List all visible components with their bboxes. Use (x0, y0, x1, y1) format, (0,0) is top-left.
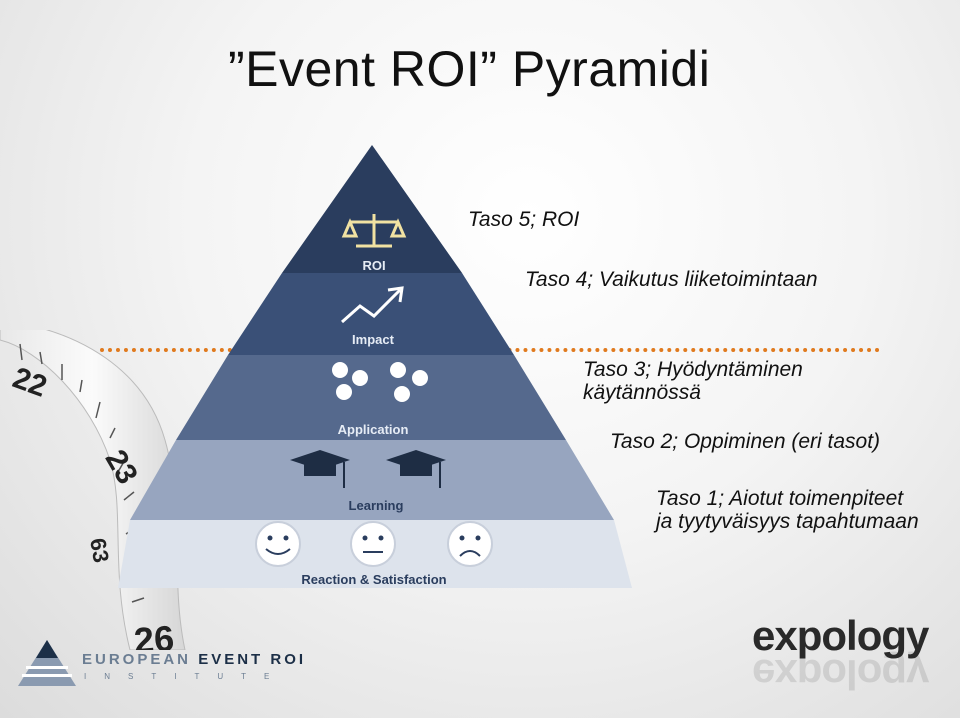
eer-logo-part: EUROPEAN (82, 651, 199, 668)
pyramid-level-roi (282, 145, 462, 273)
caption-level-2: Taso 2; Oppiminen (eri tasot) (610, 430, 880, 453)
eer-logo-part: EVENT ROI (198, 651, 307, 668)
smiley-sad-icon (447, 521, 493, 567)
caption-line: Taso 1; Aiotut toimenpiteet (656, 487, 904, 510)
smiley-happy-icon (255, 521, 301, 567)
tape-number: 26 (133, 617, 176, 650)
pyramid-label-roi: ROI (362, 258, 385, 273)
pyramid-label-reaction: Reaction & Satisfaction (301, 572, 446, 587)
eer-logo-subtitle: INSTITUTE (84, 672, 288, 681)
pyramid-level-learning (130, 440, 614, 520)
caption-line: ja tyytyväisyys tapahtumaan (656, 510, 919, 533)
gears-icon (332, 362, 428, 402)
trend-arrow-icon (341, 286, 404, 324)
caption-line: Taso 5; ROI (468, 208, 580, 231)
caption-level-1: Taso 1; Aiotut toimenpiteet ja tyytyväis… (656, 487, 919, 533)
page-title: ”Event ROI” Pyramidi (228, 41, 711, 97)
caption-line: käytännössä (583, 381, 701, 404)
graduation-cap-icon (386, 450, 446, 488)
pyramid-label-application: Application (338, 422, 409, 437)
eer-logo-text: EUROPEAN EVENT ROI (82, 651, 306, 668)
caption-line: Taso 2; Oppiminen (eri tasot) (610, 430, 881, 453)
caption-level-4: Taso 4; Vaikutus liiketoimintaan (525, 268, 818, 291)
smiley-neutral-icon (350, 521, 396, 567)
caption-level-3: Taso 3; Hyödyntäminen käytännössä (583, 358, 803, 404)
roi-scales-icon (341, 214, 407, 248)
expology-logo: expology (752, 612, 929, 659)
caption-line: Taso 4; Vaikutus liiketoimintaan (525, 268, 818, 291)
pyramid-level-application (176, 355, 566, 440)
graduation-cap-icon (290, 450, 350, 488)
caption-line: Taso 3; Hyödyntäminen (583, 358, 803, 381)
tape-number: 63 (85, 536, 114, 564)
pyramid-label-learning: Learning (349, 498, 404, 513)
expology-logo-reflection: expology (752, 651, 929, 698)
caption-level-5: Taso 5; ROI (468, 208, 579, 231)
pyramid-label-impact: Impact (352, 332, 395, 347)
eer-pyramid-logo-icon (18, 640, 76, 686)
